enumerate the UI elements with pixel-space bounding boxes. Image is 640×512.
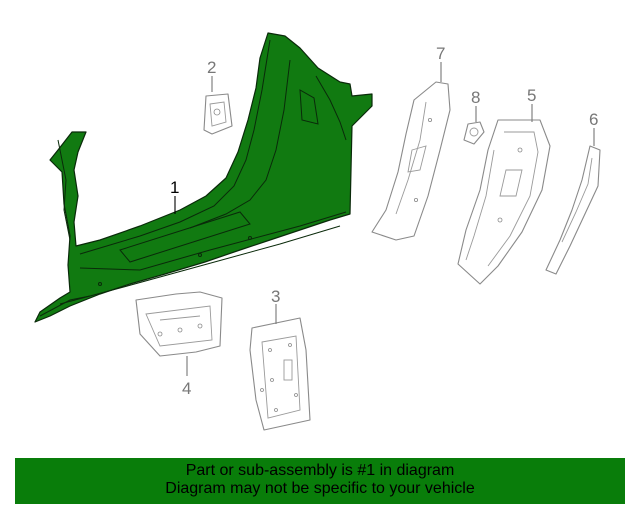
callout-2: 2 — [207, 58, 216, 77]
disclaimer-banner: Part or sub-assembly is #1 in diagram Di… — [15, 458, 625, 504]
parts-diagram: 1 2 3 4 5 6 7 8 — [34, 32, 601, 431]
callout-8: 8 — [471, 88, 480, 107]
disclaimer-line-2: Diagram may not be specific to your vehi… — [165, 480, 475, 497]
callout-4: 4 — [182, 379, 191, 398]
callout-5: 5 — [527, 86, 536, 105]
part-3-plate[interactable] — [249, 317, 311, 431]
part-8-clip[interactable] — [463, 121, 485, 145]
part-2-bracket[interactable] — [203, 93, 233, 135]
part-5-inner-panel[interactable] — [457, 119, 551, 285]
callout-7: 7 — [436, 44, 445, 63]
part-4-reinforcement[interactable] — [135, 291, 223, 357]
callout-6: 6 — [589, 110, 598, 129]
part-1-body-side-panel[interactable] — [34, 32, 373, 323]
callout-1: 1 — [170, 178, 179, 197]
part-7-pillar-reinforcement[interactable] — [371, 81, 451, 241]
callout-3: 3 — [271, 287, 280, 306]
part-6-side-strip[interactable] — [545, 145, 601, 275]
disclaimer-line-1: Part or sub-assembly is #1 in diagram — [185, 462, 455, 479]
